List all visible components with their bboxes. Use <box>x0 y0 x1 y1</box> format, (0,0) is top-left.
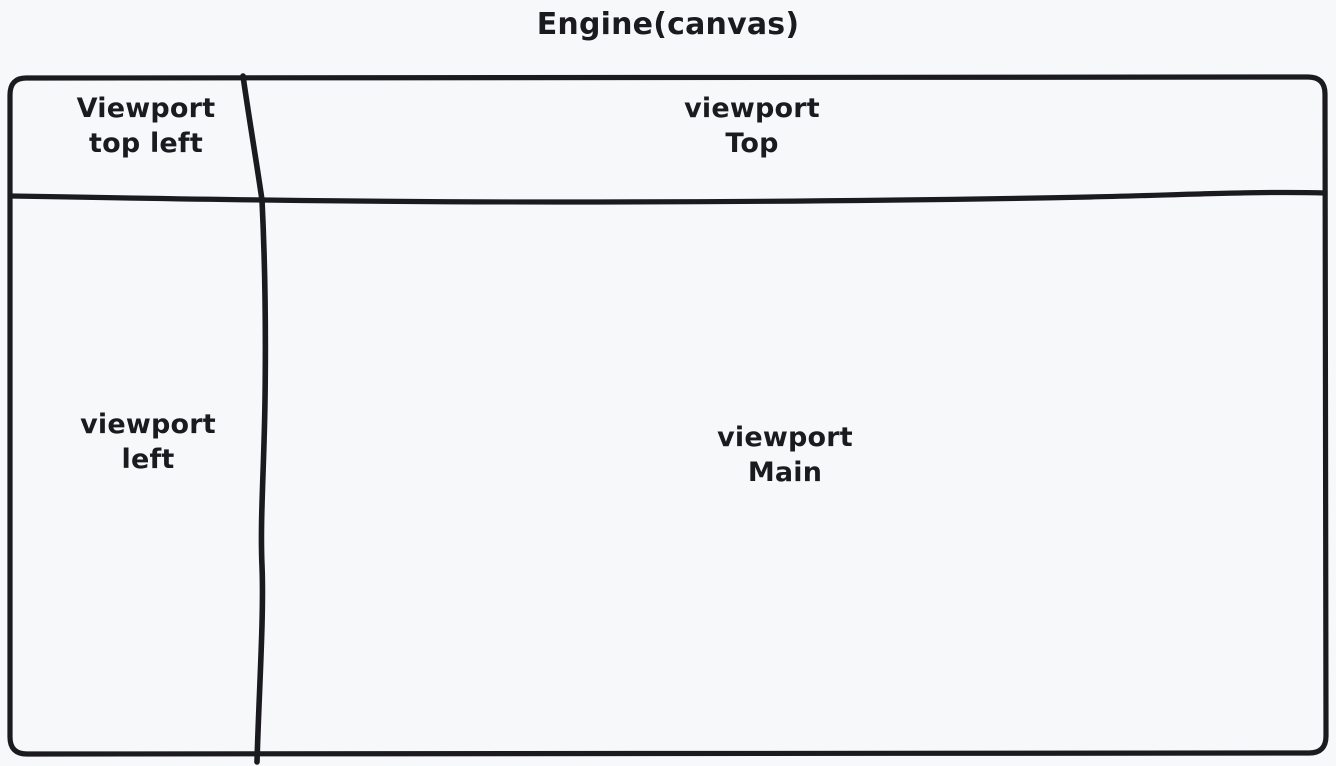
region-label-viewport-top-left: Viewport top left <box>76 93 216 159</box>
horizontal-divider-stroke <box>8 189 1328 205</box>
page-title: Engine(canvas) <box>536 7 800 42</box>
region-label-viewport-top: viewport Top <box>684 93 820 159</box>
region-label-viewport-main: viewport Main <box>717 422 853 488</box>
region-label-viewport-left: viewport left <box>80 409 216 475</box>
